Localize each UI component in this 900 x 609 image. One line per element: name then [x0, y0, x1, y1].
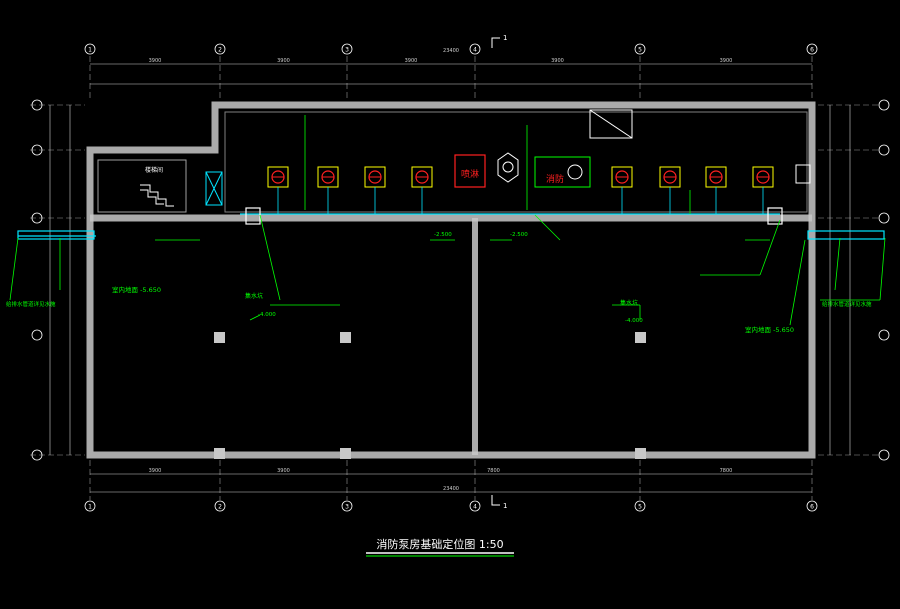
dim-segment-top: 3900 [277, 58, 290, 64]
axis-bubble [806, 500, 818, 512]
axis-bubble [84, 500, 96, 512]
elevation-b: -2.500 [434, 232, 452, 238]
pump-row [267, 166, 774, 214]
dim-segment-bottom: 7800 [487, 468, 500, 474]
dim-segment-bottom: 3900 [149, 468, 162, 474]
dim-segment-top: 3900 [551, 58, 564, 64]
axis-bubble [31, 449, 43, 461]
pump-label-a: 喷淋 [461, 168, 479, 180]
level-left: 室内地面 -5.650 [112, 285, 161, 294]
axis-bubble [31, 212, 43, 224]
pipe-note-left: 给排水管道详见水施 [6, 300, 56, 308]
axis-bubble-label: 2 [218, 504, 222, 511]
drainage-left: 集水坑 [245, 292, 263, 300]
axis-bubble-label: 6 [810, 47, 814, 54]
dim-segment-top: 3900 [149, 58, 162, 64]
axis-bubble [878, 144, 890, 156]
axis-bubble-label: 5 [638, 47, 642, 54]
axis-bubble [214, 43, 226, 55]
axis-bubble-label: 6 [810, 504, 814, 511]
column [214, 448, 225, 459]
axis-grid: 1 1 2 2 3 3 4 4 5 5 6 6 23400 3900 3900 3900 3900 3900 234… [30, 43, 890, 512]
column [635, 332, 646, 343]
axis-bubble-label: 1 [88, 504, 92, 511]
axis-bubble [31, 99, 43, 111]
outer-wall [86, 101, 816, 459]
stair [140, 171, 223, 207]
section-mark-bottom: 1 [503, 502, 507, 510]
axis-bubble-label: 2 [218, 47, 222, 54]
axis-bubble [806, 43, 818, 55]
axis-bubble [878, 212, 890, 224]
column [635, 448, 646, 459]
axis-bubble [469, 43, 481, 55]
dim-segment-bottom: 7800 [720, 468, 733, 474]
stair-label: 楼梯间 [145, 166, 163, 174]
axis-bubble [31, 144, 43, 156]
dim-total-top: 23400 [443, 48, 459, 54]
axis-bubble [214, 500, 226, 512]
axis-bubble-label: 1 [88, 47, 92, 54]
dim-segment-top: 3900 [405, 58, 418, 64]
drainage-right: 集水坑 [620, 299, 638, 307]
level-right: 室内地面 -5.650 [745, 325, 794, 334]
dim-total-bottom: 23400 [443, 486, 459, 492]
axis-bubble [878, 99, 890, 111]
tank-icon [497, 152, 519, 183]
dim-segment-top: 3900 [720, 58, 733, 64]
axis-bubble-label: 4 [473, 47, 477, 54]
column [340, 332, 351, 343]
axis-bubble-label: 5 [638, 504, 642, 511]
text-labels: 室内地面 -5.650 室内地面 -5.650 集水坑 集水坑 给排水管道详见水… [6, 166, 872, 334]
axis-bubble [878, 449, 890, 461]
elevation-d: -4.000 [625, 318, 643, 324]
drawing-title: 消防泵房基础定位图 1:50 [376, 537, 503, 551]
leader-lines [9, 237, 886, 301]
column [340, 448, 351, 459]
elevation-a: -4.000 [258, 312, 276, 318]
axis-bubble [634, 500, 646, 512]
pump-unit-b [534, 156, 591, 188]
axis-bubble-label: 3 [345, 47, 349, 54]
section-mark-top: 1 [503, 34, 507, 42]
axis-bubble [341, 500, 353, 512]
main-pumps: 喷淋 消防 [454, 109, 811, 188]
dim-segment-bottom: 3900 [277, 468, 290, 474]
axis-bubble-label: 3 [345, 504, 349, 511]
axis-bubble [878, 329, 890, 341]
axis-bubble [341, 43, 353, 55]
elevation-c: -2.500 [510, 232, 528, 238]
pump-unit-a [454, 154, 486, 188]
annotations [155, 115, 880, 326]
column [214, 332, 225, 343]
pipe-note-right: 给排水管道详见水施 [822, 300, 872, 308]
axis-bubble-label: 4 [473, 504, 477, 511]
walls [86, 101, 816, 459]
pump-label-b: 消防 [546, 173, 564, 185]
axis-bubble [31, 329, 43, 341]
axis-bubble [84, 43, 96, 55]
axis-bubble [634, 43, 646, 55]
axis-bubble [469, 500, 481, 512]
section-marks [491, 37, 500, 506]
